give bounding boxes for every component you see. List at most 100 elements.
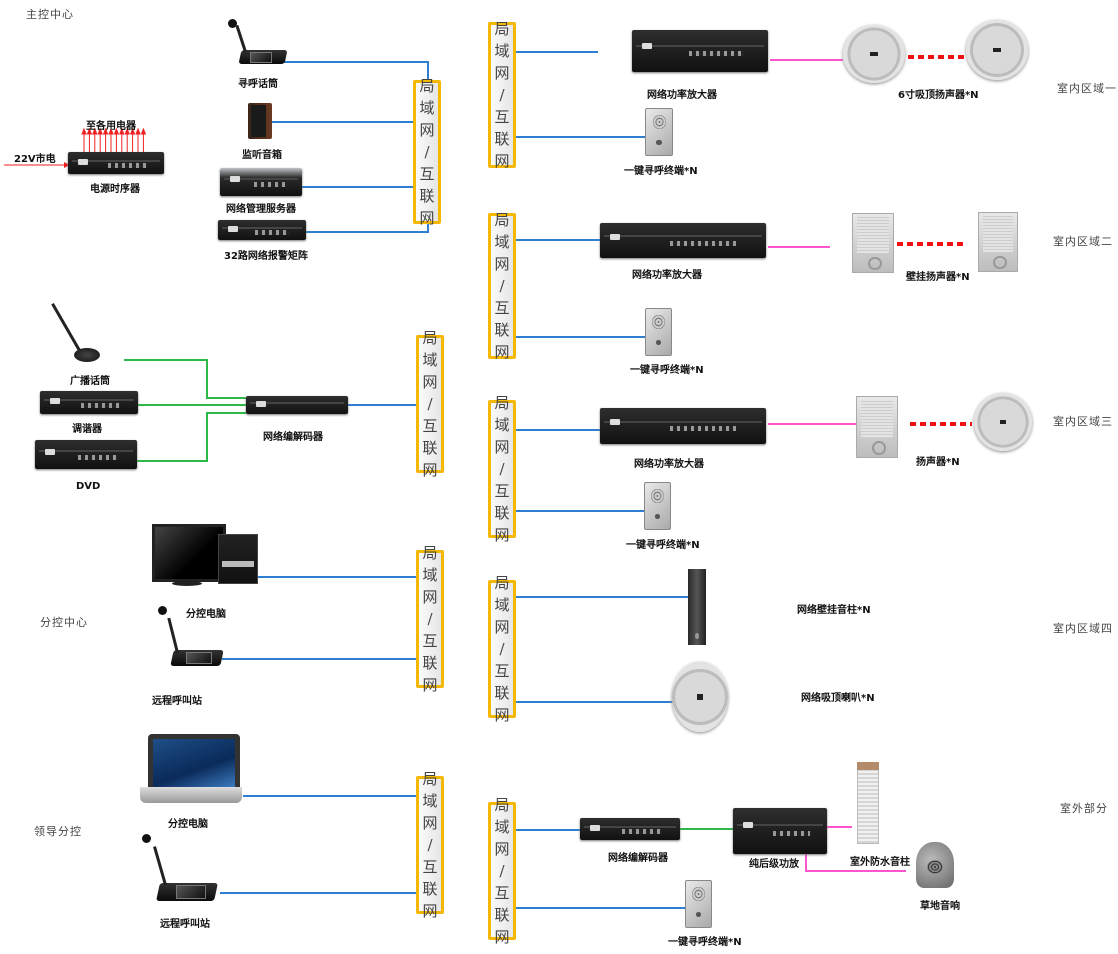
network-box-char: 网	[494, 343, 510, 361]
power-output-arrowhead	[81, 127, 87, 135]
paging-mic-label: 寻呼话筒	[238, 79, 278, 90]
network-box-char: /	[427, 395, 433, 413]
indoor-4-column-label: 网络壁挂音柱*N	[797, 605, 871, 616]
network-box-char: 局	[494, 796, 510, 814]
indoor-3-speaker-b	[974, 393, 1032, 451]
network-box-char: 域	[494, 416, 510, 434]
network-box-char: 网	[494, 706, 510, 724]
management-server	[220, 168, 302, 196]
outdoor-waterproof-column	[857, 762, 879, 844]
zone-label-sub-control: 分控中心	[40, 616, 88, 629]
leader-station-screen	[176, 885, 206, 899]
dvd-label: DVD	[76, 481, 101, 492]
network-box-char: 联	[422, 439, 438, 457]
network-box-char: /	[499, 277, 505, 295]
network-box-char: 局	[422, 329, 438, 347]
power-output-arrowhead	[140, 127, 147, 135]
network-box-char: 联	[422, 880, 438, 898]
network-box-char: 域	[422, 351, 438, 369]
indoor-4-ceiling-label: 网络吸顶喇叭*N	[801, 693, 875, 704]
network-box-char: 域	[494, 42, 510, 60]
power-output-arrowhead	[92, 127, 98, 135]
network-box-char: 联	[494, 906, 510, 924]
pc-monitor-stand	[172, 581, 202, 586]
network-box-char: 互	[422, 632, 438, 650]
network-box-char: 联	[419, 187, 435, 205]
network-box-char: 联	[494, 130, 510, 148]
outdoor-power-amp	[733, 808, 827, 854]
power-output-arrowhead	[119, 127, 125, 135]
power-input-arrowhead	[64, 162, 70, 168]
wire-amp-lawn	[805, 854, 906, 872]
indoor-2-terminal-label: 一键寻呼终端*N	[630, 365, 704, 376]
indoor-1-amplifier-label: 网络功率放大器	[647, 90, 717, 101]
network-box-char: 网	[494, 840, 510, 858]
network-box-char: 网	[422, 373, 438, 391]
indoor-3-terminal-label: 一键寻呼终端*N	[626, 540, 700, 551]
outdoor-power-amp-label: 纯后级功放	[749, 859, 799, 870]
network-box-char: 网	[419, 121, 435, 139]
network-box-char: 网	[494, 438, 510, 456]
sub-pc-label: 分控电脑	[186, 609, 226, 620]
pc-tower	[218, 534, 258, 584]
network-box-char: 网	[494, 928, 510, 946]
outdoor-terminal	[685, 880, 712, 928]
network-box-char: 互	[494, 662, 510, 680]
network-box-char: 网	[422, 588, 438, 606]
power-output-label: 至各用电器	[86, 121, 136, 132]
network-box-char: 联	[422, 654, 438, 672]
paging-mic-head	[228, 19, 237, 28]
network-box-char: 网	[494, 64, 510, 82]
network-box-char: 互	[494, 482, 510, 500]
paging-mic-screen	[250, 52, 272, 63]
leader-laptop-label: 分控电脑	[168, 819, 208, 830]
power-sequencer-device	[68, 152, 164, 174]
network-box-char: /	[499, 862, 505, 880]
indoor-1-speaker-a	[843, 25, 905, 83]
indoor-1-terminal	[645, 108, 673, 156]
wire-paging-mic	[284, 61, 429, 82]
indoor-3-speakers-label: 扬声器*N	[916, 457, 960, 468]
indoor-3-amplifier	[600, 408, 766, 444]
broadcast-mic-label: 广播话筒	[70, 376, 110, 387]
network-box-char: 局	[494, 574, 510, 592]
leader-station-head	[142, 834, 151, 843]
network-box-char: 网	[422, 902, 438, 920]
network-box-char: /	[427, 610, 433, 628]
network-box-char: 网	[494, 255, 510, 273]
network-box-char: /	[427, 836, 433, 854]
network-box-char: 网	[494, 152, 510, 170]
zone-label-indoor-3: 室内区域三	[1053, 415, 1113, 428]
encoder-label: 网络编解码器	[263, 432, 323, 443]
network-box-char: /	[499, 460, 505, 478]
network-box-indoor-1: 局域网/互联网	[488, 20, 516, 170]
indoor-2-speakers-label: 壁挂扬声器*N	[906, 272, 970, 283]
power-input-label: 22V市电	[14, 154, 56, 165]
zone-label-main-control: 主控中心	[26, 8, 74, 21]
network-box-char: 网	[422, 676, 438, 694]
pc-monitor	[152, 524, 226, 582]
wire-broadcast-mic	[124, 359, 246, 399]
network-box-char: 局	[422, 770, 438, 788]
dvd-player	[35, 440, 137, 469]
network-box-char: 互	[419, 165, 435, 183]
indoor-4-ceiling-speaker	[672, 662, 728, 732]
indoor-2-amplifier	[600, 223, 766, 258]
power-output-arrowhead	[135, 127, 141, 135]
tuner-label: 调谐器	[72, 424, 102, 435]
broadcast-mic-base	[74, 348, 100, 362]
sub-station-label: 远程呼叫站	[152, 696, 202, 707]
network-box-char: 域	[494, 596, 510, 614]
tuner	[40, 391, 138, 414]
monitor-speaker-label: 监听音箱	[242, 150, 282, 161]
network-box-char: /	[499, 86, 505, 104]
laptop-screen	[148, 734, 240, 792]
indoor-1-amplifier	[632, 30, 768, 72]
network-box-indoor-3: 局域网/互联网	[488, 394, 516, 544]
network-box-outdoor: 局域网/互联网	[488, 796, 516, 946]
network-box-char: /	[499, 640, 505, 658]
network-box-char: 域	[494, 233, 510, 251]
network-box-char: 联	[494, 684, 510, 702]
network-box-char: 网	[419, 209, 435, 227]
